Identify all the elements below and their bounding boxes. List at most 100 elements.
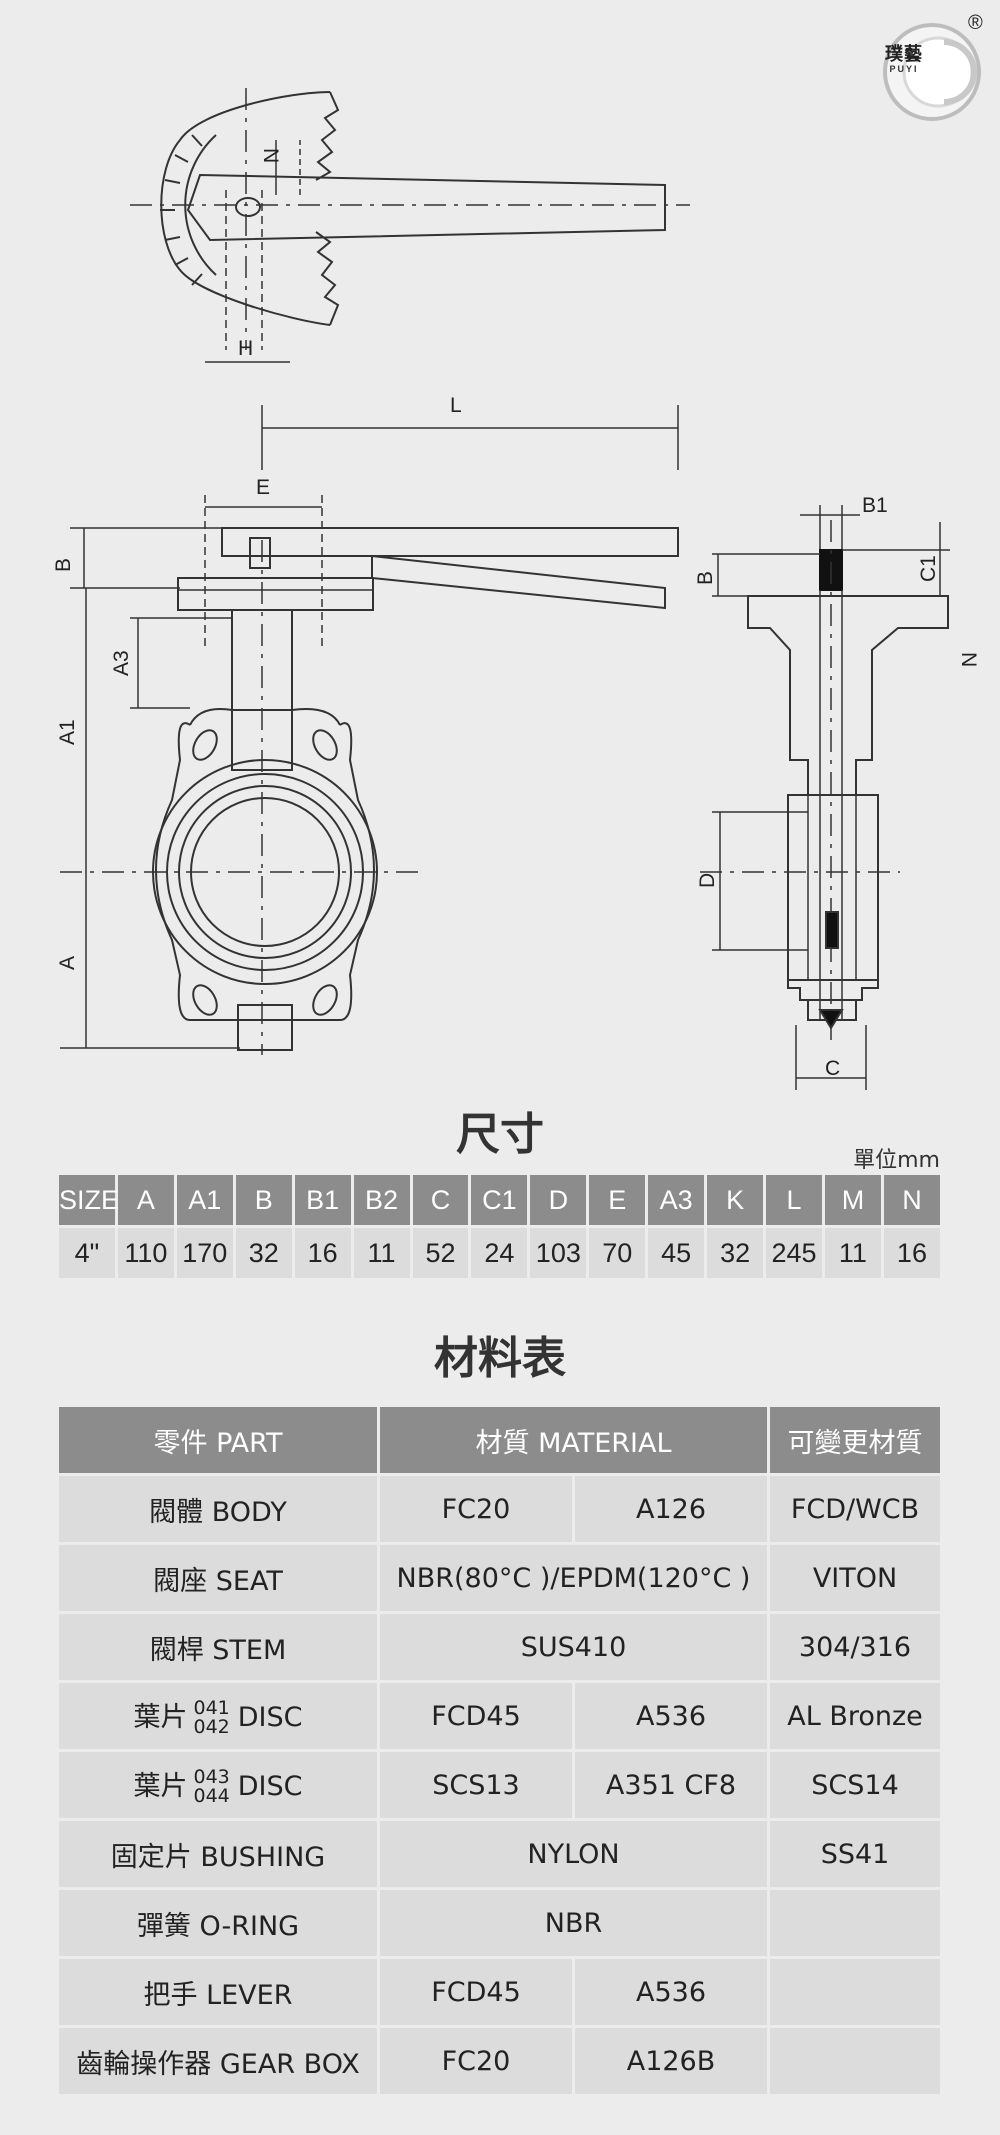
cell-e: 70 <box>589 1228 646 1278</box>
header-k: K <box>707 1175 764 1225</box>
table-row: 齒輪操作器 GEAR BOX FC20 A126B <box>59 2028 941 2094</box>
cell-part: 把手 LEVER <box>59 1959 377 2025</box>
part-number-top: 041 <box>193 1697 230 1720</box>
dim-label-c: C <box>825 1057 840 1080</box>
table-header-row: 零件 PART 材質 MATERIAL 可變更材質 <box>59 1407 941 1473</box>
cell-material-2: A126 <box>575 1476 768 1542</box>
cell-l: 245 <box>766 1228 822 1278</box>
cell-alt: AL Bronze <box>770 1683 941 1749</box>
header-b1: B1 <box>294 1175 351 1225</box>
cell-alt: SS41 <box>770 1821 941 1887</box>
cell-c: 52 <box>412 1228 469 1278</box>
header-b2: B2 <box>353 1175 410 1225</box>
cell-a: 110 <box>117 1228 174 1278</box>
part-name: 葉片 <box>133 1770 188 1802</box>
unit-label: 單位mm <box>853 1148 940 1173</box>
table-row: 把手 LEVER FCD45 A536 <box>59 1959 941 2025</box>
cell-material-2: A126B <box>575 2028 768 2094</box>
dim-label-n-side: N <box>957 652 980 667</box>
part-name-en: DISC <box>237 1770 303 1802</box>
table-row: 閥桿 STEM SUS410 304/316 <box>59 1614 941 1680</box>
table-row: 閥座 SEAT NBR(80°C )/EPDM(120°C ) VITON <box>59 1545 941 1611</box>
cell-material-2: A536 <box>575 1959 768 2025</box>
cell-alt: FCD/WCB <box>770 1476 941 1542</box>
dim-label-l: L <box>450 394 462 417</box>
cell-part: 閥桿 STEM <box>59 1614 377 1680</box>
cell-material-1: FC20 <box>380 1476 572 1542</box>
header-c1: C1 <box>471 1175 528 1225</box>
cell-material-2: A536 <box>575 1683 768 1749</box>
cell-part: 閥體 BODY <box>59 1476 377 1542</box>
dim-label-e: E <box>256 476 270 499</box>
header-a: A <box>117 1175 174 1225</box>
header-size: SIZE <box>59 1175 119 1225</box>
dim-label-a: A <box>56 956 79 970</box>
table-row: 4" 110 170 32 16 11 52 24 103 70 45 32 2… <box>59 1228 940 1278</box>
table-header-row: SIZE A A1 B B1 B2 C C1 D E A3 K L M N <box>59 1175 940 1225</box>
registered-mark: ® <box>968 12 983 34</box>
header-n: N <box>883 1175 940 1225</box>
dim-label-b-front: B <box>52 558 75 572</box>
cell-b: 32 <box>235 1228 292 1278</box>
dim-label-b-side: B <box>694 571 717 585</box>
cell-part: 閥座 SEAT <box>59 1545 377 1611</box>
cell-material: NYLON <box>380 1821 768 1887</box>
header-material: 材質 MATERIAL <box>380 1407 768 1473</box>
top-view: N H <box>130 88 690 363</box>
materials-table: 零件 PART 材質 MATERIAL 可變更材質 閥體 BODY FC20 A… <box>56 1404 943 2097</box>
cell-part: 齒輪操作器 GEAR BOX <box>59 2028 377 2094</box>
cell-d: 103 <box>530 1228 587 1278</box>
header-alt-material: 可變更材質 <box>770 1407 941 1473</box>
cell-m: 11 <box>824 1228 881 1278</box>
cell-b2: 11 <box>353 1228 410 1278</box>
cell-material-1: SCS13 <box>380 1752 572 1818</box>
cell-alt <box>770 1959 941 2025</box>
header-b: B <box>235 1175 292 1225</box>
header-c: C <box>412 1175 469 1225</box>
brand-sub: PUYI <box>889 64 919 74</box>
front-view: L E B <box>52 394 679 1055</box>
cell-b1: 16 <box>294 1228 351 1278</box>
cell-material-2: A351 CF8 <box>575 1752 768 1818</box>
header-a1: A1 <box>176 1175 233 1225</box>
cell-material-1: FC20 <box>380 2028 572 2094</box>
header-d: D <box>530 1175 587 1225</box>
cell-part: 彈簧 O-RING <box>59 1890 377 1956</box>
header-e: E <box>589 1175 646 1225</box>
dimensions-title: 尺寸 <box>456 1109 544 1160</box>
cell-material-1: FCD45 <box>380 1959 572 2025</box>
cell-material: SUS410 <box>380 1614 768 1680</box>
cell-alt <box>770 1890 941 1956</box>
cell-n: 16 <box>883 1228 940 1278</box>
cell-alt: VITON <box>770 1545 941 1611</box>
cell-material-1: FCD45 <box>380 1683 572 1749</box>
header-m: M <box>824 1175 881 1225</box>
cell-part: 固定片 BUSHING <box>59 1821 377 1887</box>
dim-label-c1: C1 <box>917 555 940 582</box>
table-row: 固定片 BUSHING NYLON SS41 <box>59 1821 941 1887</box>
dim-label-h: H <box>238 337 253 360</box>
cell-material: NBR(80°C )/EPDM(120°C ) <box>380 1545 768 1611</box>
part-number-bottom: 042 <box>193 1716 230 1739</box>
valve-technical-drawing: N H L E <box>52 88 980 1090</box>
cell-alt <box>770 2028 941 2094</box>
cell-a1: 170 <box>176 1228 233 1278</box>
dim-label-a1: A1 <box>56 719 79 745</box>
brand-logo <box>883 23 981 121</box>
cell-alt: SCS14 <box>770 1752 941 1818</box>
dim-label-n-top: N <box>259 148 282 163</box>
cell-a3: 45 <box>648 1228 705 1278</box>
table-row: 彈簧 O-RING NBR <box>59 1890 941 1956</box>
cell-size: 4" <box>59 1228 115 1278</box>
dim-label-b1: B1 <box>862 494 888 517</box>
header-l: L <box>766 1175 822 1225</box>
part-name: 葉片 <box>133 1701 188 1733</box>
table-row: 閥體 BODY FC20 A126 FCD/WCB <box>59 1476 941 1542</box>
header-a3: A3 <box>648 1175 705 1225</box>
cell-c1: 24 <box>471 1228 528 1278</box>
